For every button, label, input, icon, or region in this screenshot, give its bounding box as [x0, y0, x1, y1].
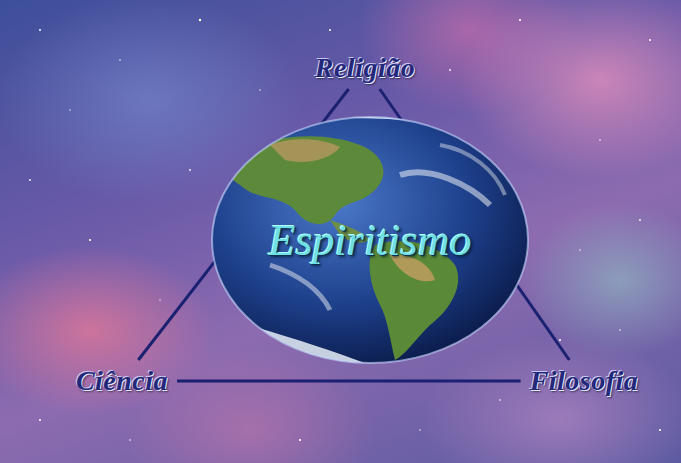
vertex-label-text: Filosofia	[530, 365, 639, 397]
vertex-label-text: Religião	[315, 52, 415, 84]
triangle-side	[177, 380, 521, 383]
center-title: Espiritismo	[269, 215, 472, 266]
vertex-label: Religião	[309, 50, 421, 86]
globe: Espiritismo	[210, 115, 530, 365]
stars	[29, 19, 661, 441]
vertex-label: Ciência	[70, 363, 174, 399]
vertex-label-text: Ciência	[76, 365, 168, 397]
vertex-label: Filosofia	[524, 363, 645, 399]
